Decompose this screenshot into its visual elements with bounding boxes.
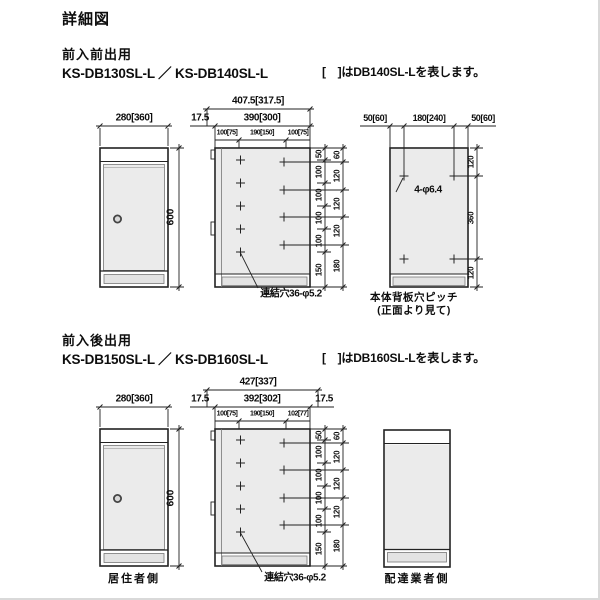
dim-front-width: 280[360] (115, 112, 153, 124)
dim-side-sub: 102[77] (287, 410, 309, 418)
hole-cross-marks (399, 171, 459, 264)
leader-line (239, 531, 263, 573)
pitch-a-dim: 150 (314, 263, 323, 276)
dim-side-total: 427[337] (239, 376, 277, 388)
pitch-a-dim: 50 (314, 149, 323, 159)
sec1-model-names: KS-DB130SL-L ／ KS-DB140SL-L (62, 66, 268, 81)
dim-front-width: 280[360] (115, 393, 153, 405)
sec2-bracket-note: [ ]はDB160SL-Lを表します。 (322, 351, 486, 365)
dim-side-sub: 190[150] (249, 129, 275, 137)
connection-hole-note: 連結穴36-φ5.2 (260, 288, 322, 300)
sec2-use-label: 前入後出用 (62, 333, 133, 348)
pitch-b-dim: 120 (332, 224, 341, 238)
connection-hole-note: 連結穴36-φ5.2 (264, 572, 326, 584)
hole-cross-marks (279, 438, 289, 530)
sec2-side-view (190, 389, 349, 573)
pitch-b-dim: 120 (332, 197, 341, 210)
dim-side-sub: 100[75] (216, 129, 238, 137)
pitch-a-dim: 150 (314, 542, 323, 556)
pitch-b-dim: 120 (332, 450, 341, 463)
dim-back: 50[60] (363, 113, 387, 123)
dim-side-sub: 190[150] (249, 410, 275, 418)
pitch-a-dim: 100 (314, 234, 323, 247)
pitch-a-dim: 100 (314, 165, 323, 178)
leader-line (395, 177, 404, 193)
page-title: 詳細図 (62, 11, 111, 28)
dim-front-height: 600 (165, 208, 177, 226)
sec2-rear-view (383, 429, 451, 568)
pitch-a-dim: 100 (314, 445, 323, 458)
back-pitch-dim: 120 (466, 155, 475, 169)
pitch-b-dim: 120 (332, 169, 341, 183)
sec1-side-top-dim-lines (190, 108, 314, 148)
sec1-bracket-note: [ ]はDB140SL-Lを表します。 (322, 65, 486, 79)
back-hole-note: 4-φ6.4 (414, 184, 442, 196)
dim-side-margin-left: 17.5 (191, 112, 209, 124)
pitch-a-dim: 100 (314, 468, 323, 481)
back-view-caption: 本体背板穴ピッチ (370, 291, 458, 304)
pitch-a-dim: 100 (314, 491, 323, 504)
dim-front-height: 600 (165, 489, 177, 506)
lock-icon (113, 493, 123, 503)
sec1-dim-ticks (97, 106, 480, 290)
pitch-a-dim: 100 (314, 188, 323, 201)
sec1-back-dim-lines (360, 125, 496, 176)
sec1-front-dim-lines (96, 125, 184, 291)
back-pitch-dim: 360 (466, 211, 475, 224)
dim-side-inner: 392[302] (243, 393, 281, 405)
dim-back: 180[240] (412, 113, 446, 123)
dim-side-margin-left: 17.5 (191, 393, 209, 405)
sec2-side-pitch-lines (288, 425, 349, 570)
pitch-b-dim: 180 (332, 539, 341, 552)
sec1-front-view (96, 125, 184, 291)
back-pitch-dim: 120 (466, 266, 475, 280)
pitch-a-dim: 50 (314, 430, 323, 439)
sec2-side-top-dim-lines (190, 389, 334, 429)
sec1-side-pitch-lines (288, 144, 349, 291)
sec1-side-view (190, 108, 349, 291)
pitch-a-dim: 100 (314, 514, 323, 527)
leader-line (239, 251, 259, 289)
dim-side-inner: 390[300] (243, 112, 281, 124)
pitch-b-dim: 60 (332, 150, 341, 160)
pitch-b-dim: 60 (332, 431, 341, 441)
sec1-use-label: 前入前出用 (62, 47, 133, 62)
sec1-back-view (360, 125, 496, 291)
sec2-model-names: KS-DB150SL-L ／ KS-DB160SL-L (62, 352, 268, 367)
dim-back: 50[60] (471, 113, 495, 123)
dim-side-total: 407.5[317.5] (232, 95, 284, 107)
back-view-caption: (正面より見て) (377, 304, 451, 317)
resident-side-label: 居住者側 (108, 573, 160, 585)
lock-icon (113, 214, 123, 224)
dim-side-margin-right: 17.5 (315, 393, 333, 405)
sec2-front-view (96, 406, 184, 570)
sec2-front-dim-lines (96, 406, 184, 570)
pitch-b-dim: 180 (332, 259, 341, 273)
dim-side-sub: 100[75] (216, 410, 238, 418)
dim-side-sub: 100[75] (287, 129, 309, 137)
pitch-b-dim: 120 (332, 505, 341, 518)
hole-cross-marks (279, 157, 289, 250)
courier-side-label: 配達業者側 (384, 573, 450, 585)
pitch-b-dim: 120 (332, 477, 341, 491)
pitch-a-dim: 100 (314, 211, 323, 224)
sec2-dim-ticks (97, 387, 346, 569)
